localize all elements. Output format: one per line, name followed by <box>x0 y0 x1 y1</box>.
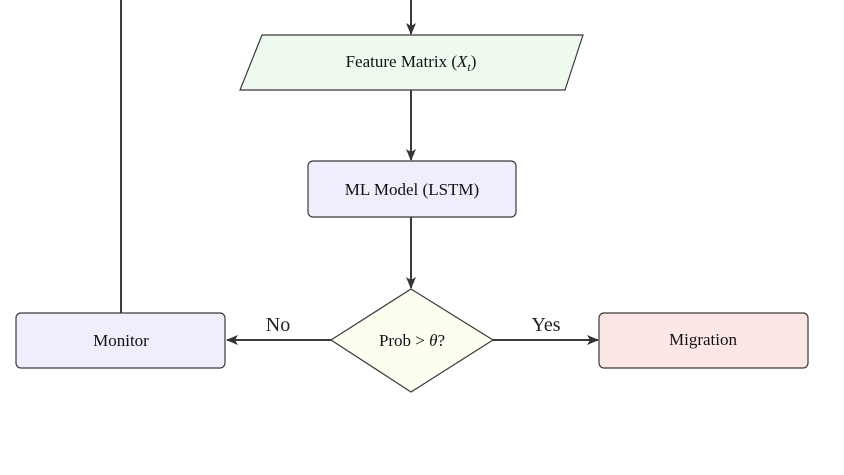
edge-label-yes: Yes <box>531 314 560 336</box>
feature-matrix-math: X <box>456 52 468 71</box>
feature-matrix-label: Feature Matrix (Xt) <box>346 52 477 74</box>
ml-model-node: ML Model (LSTM) <box>307 160 517 218</box>
decision-label: Prob > θ? <box>379 331 445 350</box>
feature-matrix-math-sub: t <box>467 60 471 74</box>
decision-theta: θ <box>429 331 437 350</box>
ml-model-label: ML Model (LSTM) <box>345 180 479 199</box>
monitor-label: Monitor <box>93 331 149 350</box>
migration-label: Migration <box>669 330 737 349</box>
monitor-node: Monitor <box>15 312 226 369</box>
feature-matrix-node: Feature Matrix (Xt) <box>239 34 584 91</box>
feature-matrix-shape <box>239 34 584 91</box>
decision-node: Prob > θ? <box>329 288 495 393</box>
monitor-shape <box>15 312 226 369</box>
edge-label-no: No <box>266 314 290 336</box>
migration-shape <box>598 312 809 369</box>
decision-label-suffix: ? <box>438 331 446 350</box>
decision-shape <box>329 288 495 393</box>
decision-label-prefix: Prob > <box>379 331 429 350</box>
feature-matrix-label-text: Feature Matrix ( <box>346 52 458 71</box>
feature-matrix-label-close: ) <box>471 52 477 71</box>
migration-node: Migration <box>598 312 809 369</box>
